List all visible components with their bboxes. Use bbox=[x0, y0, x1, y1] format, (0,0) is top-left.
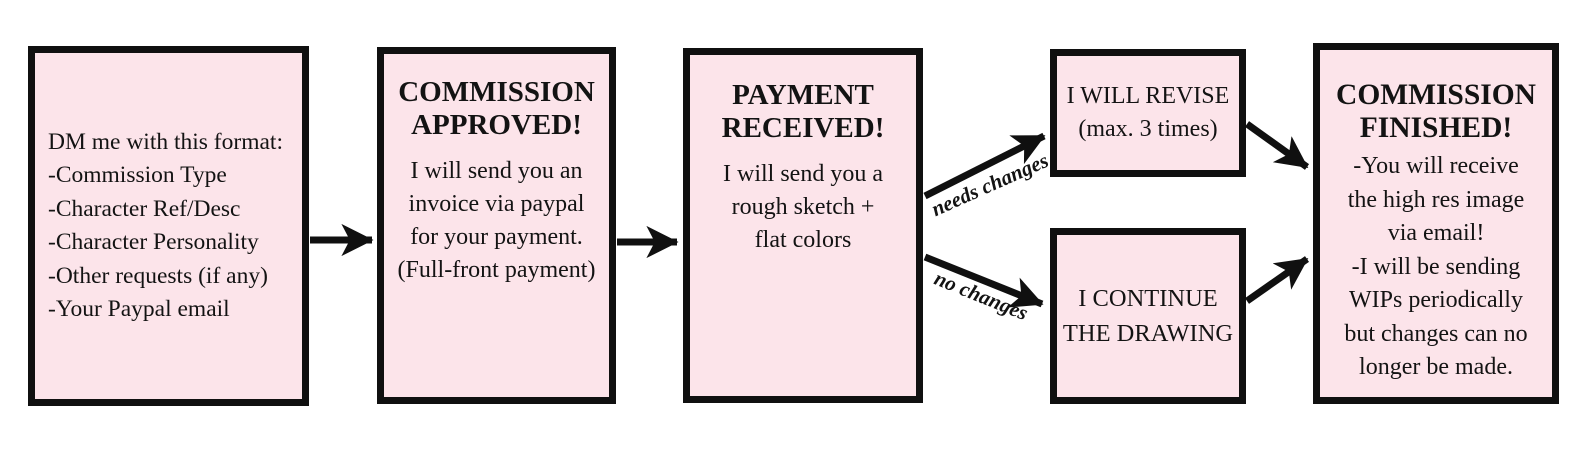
commission-approved-line: (Full-front payment) bbox=[397, 257, 596, 283]
arrow-continue-to-finished bbox=[1244, 256, 1310, 304]
arrow-payment-to-revise bbox=[923, 132, 1046, 200]
step-commission-finished-box: COMMISSION FINISHED! -You will receive t… bbox=[1313, 43, 1559, 404]
commission-finished-heading: COMMISSION FINISHED! bbox=[1336, 79, 1536, 144]
payment-received-line: I will send you a bbox=[723, 161, 883, 187]
step-continue-drawing-box: I CONTINUE THE DRAWING bbox=[1050, 228, 1246, 404]
commission-finished-line: via email! bbox=[1387, 220, 1485, 246]
dm-format-line: -Commission Type bbox=[48, 162, 227, 188]
dm-format-line: -Character Ref/Desc bbox=[48, 195, 241, 222]
continue-line: THE DRAWING bbox=[1062, 320, 1234, 347]
step-payment-received-box: PAYMENT RECEIVED! I will send you a roug… bbox=[683, 48, 923, 403]
payment-received-line: rough sketch + bbox=[731, 194, 875, 220]
commission-approved-heading: COMMISSION APPROVED! bbox=[398, 76, 595, 141]
step-dm-format-box: DM me with this format: -Commission Type… bbox=[28, 46, 309, 406]
revise-line: (max. 3 times) bbox=[1078, 116, 1218, 142]
revise-line: I WILL REVISE bbox=[1066, 83, 1230, 109]
commission-approved-line: I will send you an bbox=[410, 158, 583, 184]
arrow-payment-to-continue bbox=[923, 253, 1044, 308]
dm-format-line: -Character Personality bbox=[48, 229, 259, 255]
step-commission-approved-box: COMMISSION APPROVED! I will send you an … bbox=[377, 47, 616, 404]
commission-approved-line: for your payment. bbox=[410, 224, 583, 250]
continue-line: I CONTINUE bbox=[1078, 285, 1218, 312]
commission-finished-line: longer be made. bbox=[1359, 354, 1513, 380]
step-revise-box: I WILL REVISE (max. 3 times) bbox=[1050, 49, 1246, 177]
commission-finished-line: -You will receive bbox=[1353, 153, 1519, 179]
commission-finished-line: but changes can no bbox=[1344, 320, 1528, 347]
commission-finished-line: the high res image bbox=[1347, 186, 1525, 213]
commission-approved-line: invoice via paypal bbox=[408, 191, 585, 217]
arrow-revise-to-finished bbox=[1244, 121, 1310, 170]
payment-received-line: flat colors bbox=[754, 227, 852, 253]
dm-format-line: DM me with this format: bbox=[48, 128, 283, 155]
commission-finished-line: -I will be sending bbox=[1351, 253, 1521, 280]
dm-format-line: -Other requests (if any) bbox=[48, 262, 268, 289]
commission-finished-line: WIPs periodically bbox=[1349, 287, 1523, 313]
payment-received-heading: PAYMENT RECEIVED! bbox=[721, 79, 885, 144]
dm-format-line: -Your Paypal email bbox=[48, 296, 230, 322]
